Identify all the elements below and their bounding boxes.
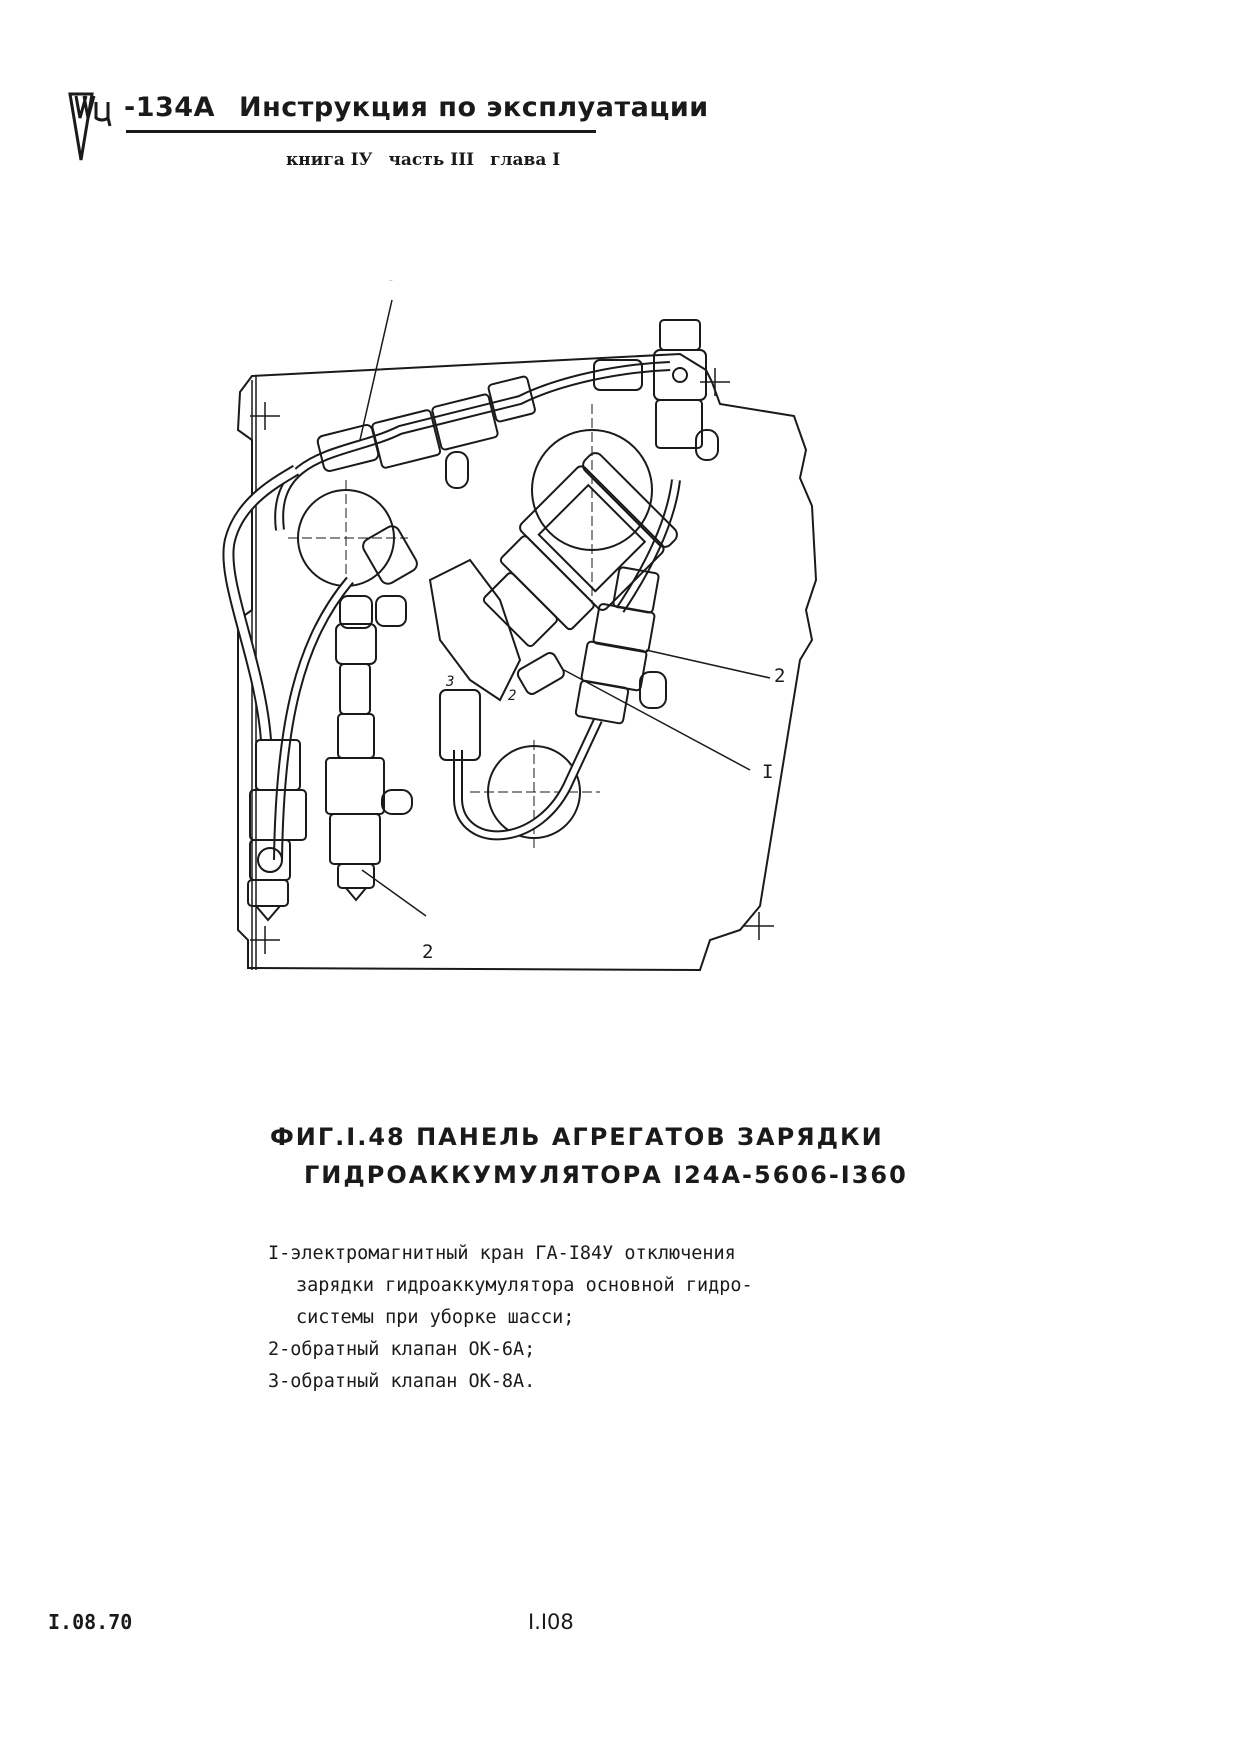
document-header: -134А Инструкция по эксплуатации xyxy=(66,92,709,123)
body-mark-2: 2 xyxy=(508,688,516,704)
panel-outline xyxy=(236,352,818,972)
header-rule xyxy=(126,130,596,133)
callout-2-bottom: 2 xyxy=(422,941,433,963)
valve-left-fittings xyxy=(339,595,481,761)
legend-item-1-cont-1: зарядки гидроаккумулятора основной гидро… xyxy=(296,1275,753,1296)
check-valve-ok8a-top xyxy=(316,375,536,489)
solenoid-valve xyxy=(482,452,678,648)
valve-body xyxy=(362,525,565,702)
legend-item-1-cont-2: системы при уборке шасси; xyxy=(296,1307,575,1328)
callout-1: I xyxy=(762,761,773,783)
legend-item-3: 3-обратный клапан ОК-8А. xyxy=(268,1371,536,1392)
panel-drawing: 3 2 I 2 3 2 xyxy=(222,280,818,972)
revision-date: I.08.70 xyxy=(48,1610,133,1634)
book-number: книга IУ xyxy=(286,150,373,170)
figure-caption: ФИГ.I.48 ПАНЕЛЬ АГРЕГАТОВ ЗАРЯДКИ ГИДРОА… xyxy=(270,1118,908,1194)
callout-3: 3 xyxy=(386,280,397,285)
part-number: часть III xyxy=(388,150,475,170)
caption-line-1: ФИГ.I.48 ПАНЕЛЬ АГРЕГАТОВ ЗАРЯДКИ xyxy=(270,1123,884,1151)
left-bottom-fitting xyxy=(247,739,307,922)
body-mark-3: 3 xyxy=(445,674,454,690)
page-number: I.I08 xyxy=(528,1610,574,1634)
mounting-holes xyxy=(250,368,774,954)
document-title: Инструкция по эксплуатации xyxy=(238,92,709,123)
aircraft-model: -134А xyxy=(124,92,215,123)
figure-legend: I-электромагнитный кран ГА-I84У отключен… xyxy=(268,1238,753,1398)
legend-item-2: 2-обратный клапан ОК-6А; xyxy=(268,1339,536,1360)
legend-item-1: I-электромагнитный кран ГА-I84У отключен… xyxy=(268,1243,736,1264)
chapter-number: глава I xyxy=(490,150,561,170)
callout-2-right: 2 xyxy=(774,665,785,687)
check-valve-ok6a-bottom xyxy=(325,623,413,902)
callout-leaders xyxy=(359,299,771,917)
tu-logo xyxy=(68,92,112,161)
caption-line-2: ГИДРОАККУМУЛЯТОРА I24А-5606-I360 xyxy=(304,1161,908,1189)
tee-fitting-top xyxy=(593,319,719,461)
pipe-right xyxy=(615,479,681,613)
document-section: книга IУ часть III глава I xyxy=(286,150,576,170)
check-valve-ok6a-right xyxy=(574,566,667,725)
